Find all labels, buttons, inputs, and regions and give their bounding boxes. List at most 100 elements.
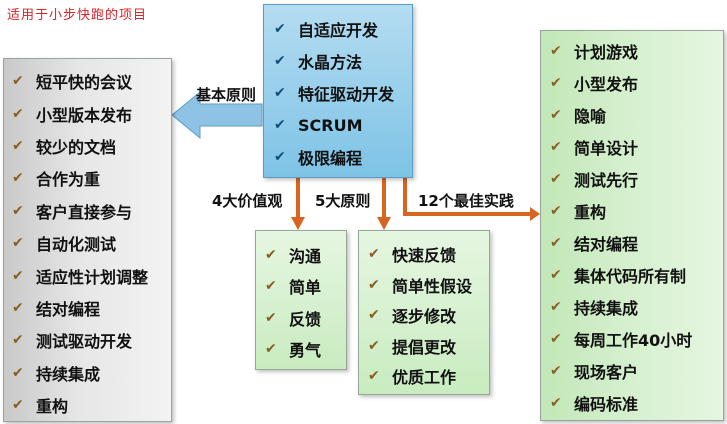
list-item-text: 优质工作 xyxy=(392,368,457,388)
list-item-text: 提倡更改 xyxy=(392,337,457,357)
list-item-text: 简单 xyxy=(289,278,322,298)
list-item-text: 结对编程 xyxy=(36,299,101,319)
list-item: ✔提倡更改 xyxy=(368,331,489,362)
principles-box: ✔ 快速反馈 ✔简单性假设✔逐步修改✔提倡更改 ✔ 优质工作 xyxy=(358,230,490,395)
checkmark-icon: ✔ xyxy=(12,202,24,219)
values-box: ✔ 沟通 ✔ 简单 ✔ 反馈 ✔勇气 xyxy=(255,230,347,370)
list-item: ✔编码标准 xyxy=(550,387,723,419)
list-item-text: 重构 xyxy=(574,203,607,222)
checkmark-icon: ✔ xyxy=(550,43,562,59)
list-item-text: 反馈 xyxy=(289,309,322,329)
list-item-text: 隐喻 xyxy=(574,107,607,126)
checkmark-icon: ✔ xyxy=(274,85,286,101)
list-item: ✔ 持续集成 xyxy=(550,291,723,323)
list-item: ✔ 自适应开发 xyxy=(274,13,412,45)
checkmark-icon: ✔ xyxy=(274,53,286,69)
list-item: ✔极限编程 xyxy=(274,141,412,173)
list-item-text: 结对编程 xyxy=(574,235,639,254)
list-item: ✔集体代码所有制 xyxy=(550,259,723,291)
checkmark-icon: ✔ xyxy=(12,364,24,381)
list-item-text: 较少的文档 xyxy=(36,137,117,157)
checkmark-icon: ✔ xyxy=(550,203,562,219)
checkmark-icon: ✔ xyxy=(274,117,286,133)
list-item-text: 简单设计 xyxy=(574,139,639,158)
list-item-text: 计划游戏 xyxy=(574,43,639,62)
checkmark-icon: ✔ xyxy=(12,397,24,414)
list-item-text: 短平快的会议 xyxy=(36,73,133,93)
checkmark-icon: ✔ xyxy=(550,363,562,379)
list-item: ✔逐步修改 xyxy=(368,300,489,331)
list-item: ✔水晶方法 xyxy=(274,45,412,77)
list-item: ✔ 自动化测试 xyxy=(12,227,171,259)
diagram-caption: 适用于小步快跑的项目 xyxy=(7,8,148,23)
list-item-text: 自适应开发 xyxy=(298,21,379,40)
checkmark-icon: ✔ xyxy=(265,341,277,358)
practices-list: ✔计划游戏✔小型发布✔隐喻✔简单设计✔测试先行✔重构✔结对编程✔集体代码所有制✔… xyxy=(550,35,723,419)
checkmark-icon: ✔ xyxy=(274,149,286,165)
list-item-text: 小型发布 xyxy=(574,75,639,94)
list-item: ✔ 现场客户 xyxy=(550,355,723,387)
practices-connector xyxy=(403,170,532,216)
list-item-text: 快速反馈 xyxy=(392,246,457,266)
list-item: ✔勇气 xyxy=(265,334,346,366)
checkmark-icon: ✔ xyxy=(274,21,286,37)
list-item-text: 持续集成 xyxy=(574,299,639,318)
checkmark-icon: ✔ xyxy=(550,171,562,187)
list-item-text: 集体代码所有制 xyxy=(574,267,687,286)
checkmark-icon: ✔ xyxy=(12,170,24,187)
list-item-text: 测试驱动开发 xyxy=(36,332,133,352)
practices-box: ✔计划游戏✔小型发布✔隐喻✔简单设计✔测试先行✔重构✔结对编程✔集体代码所有制✔… xyxy=(540,30,724,421)
principles-list: ✔ 快速反馈 ✔简单性假设✔逐步修改✔提倡更改 ✔ 优质工作 xyxy=(368,239,489,392)
values-list: ✔ 沟通 ✔ 简单 ✔ 反馈 ✔勇气 xyxy=(265,239,346,365)
checkmark-icon: ✔ xyxy=(550,139,562,155)
list-item: ✔小型发布 xyxy=(550,67,723,99)
list-item-text: 现场客户 xyxy=(574,363,639,382)
checkmark-icon: ✔ xyxy=(12,332,24,349)
list-item: ✔简单性假设 xyxy=(368,270,489,301)
list-item: ✔ 简单设计 xyxy=(550,131,723,163)
list-item-text: 逐步修改 xyxy=(392,307,457,327)
list-item-text: 每周工作40小时 xyxy=(574,331,693,350)
checkmark-icon: ✔ xyxy=(550,331,562,347)
list-item: ✔ 重构 xyxy=(550,195,723,227)
list-item: ✔结对编程 xyxy=(12,292,171,324)
list-item-text: 沟通 xyxy=(289,246,322,266)
list-item-text: 测试先行 xyxy=(574,171,639,190)
list-item: ✔适应性计划调整 xyxy=(12,259,171,291)
list-item: ✔ 每周工作40小时 xyxy=(550,323,723,355)
checkmark-icon: ✔ xyxy=(368,276,380,293)
twelve-practices-label: 12个最佳实践 xyxy=(418,192,514,210)
list-item: ✔ 测试先行 xyxy=(550,163,723,195)
list-item: ✔ 隐喻 xyxy=(550,99,723,131)
list-item: ✔ 反馈 xyxy=(265,302,346,334)
list-item: ✔结对编程 xyxy=(550,227,723,259)
checkmark-icon: ✔ xyxy=(12,235,24,252)
checkmark-icon: ✔ xyxy=(265,278,277,295)
list-item-text: 自动化测试 xyxy=(36,235,117,255)
list-item-text: 客户直接参与 xyxy=(36,202,133,222)
methods-list: ✔自适应开发✔水晶方法✔特征驱动开发✔SCRUM✔极限编程 xyxy=(274,13,412,173)
values-arrowhead xyxy=(291,217,305,230)
list-item: ✔ 沟通 xyxy=(265,239,346,271)
checkmark-icon: ✔ xyxy=(368,246,380,263)
list-item: ✔ 客户直接参与 xyxy=(12,195,171,227)
checkmark-icon: ✔ xyxy=(12,105,24,122)
checkmark-icon: ✔ xyxy=(550,395,562,411)
list-item-text: 合作为重 xyxy=(36,170,101,190)
list-item-text: 重构 xyxy=(36,397,69,417)
list-item-text: 持续集成 xyxy=(36,364,101,384)
list-item: ✔ 快速反馈 xyxy=(368,239,489,270)
checkmark-icon: ✔ xyxy=(550,107,562,123)
list-item: ✔ 测试驱动开发 xyxy=(12,324,171,356)
methods-box: ✔自适应开发✔水晶方法✔特征驱动开发✔SCRUM✔极限编程 xyxy=(263,4,413,178)
list-item: ✔ 合作为重 xyxy=(12,162,171,194)
checkmark-icon: ✔ xyxy=(265,309,277,326)
checkmark-icon: ✔ xyxy=(12,73,24,90)
checkmark-icon: ✔ xyxy=(265,246,277,263)
checkmark-icon: ✔ xyxy=(550,299,562,315)
practices-arrowhead xyxy=(530,207,540,221)
checkmark-icon: ✔ xyxy=(12,137,24,154)
list-item-text: 特征驱动开发 xyxy=(298,85,395,104)
basic-principles-label: 基本原则 xyxy=(196,86,257,104)
